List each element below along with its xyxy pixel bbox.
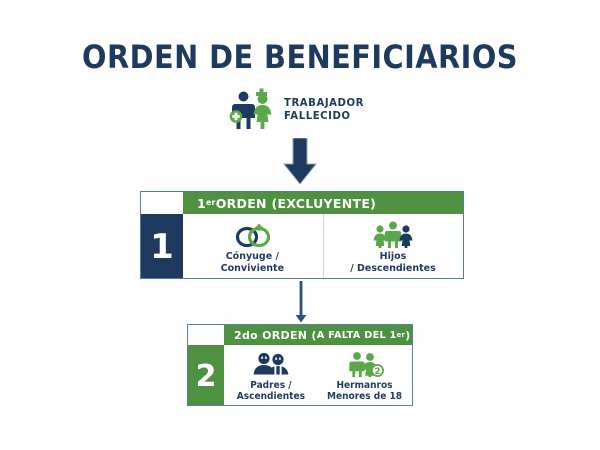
order-2-cells: Padres / Ascendientes [224,345,412,405]
order-1-cell-spouse-label: Cónyuge / Conviviente [221,251,285,274]
order-2-cell-parents: Padres / Ascendientes [224,345,318,405]
order-1-cell-children: Hijos / Descendientes [322,214,464,278]
siblings-minors-icon: 2 [344,351,386,377]
order-2-header-rest: ) [405,328,411,342]
deceased-worker-label-line2: FALLECIDO [284,109,351,122]
deceased-worker-label-line1: TRABAJADOR [284,96,365,109]
order-1-cells: Cónyuge / Conviviente [183,214,464,278]
main-flow-arrow [0,138,600,184]
order-1-header-rest: ORDEN (EXCLUYENTE) [215,195,377,211]
order-2-cell-siblings-label: Hermanros Menores de 18 [327,379,403,402]
deceased-worker-couple-icon [229,88,277,130]
children-family-icon [370,220,416,248]
order-1-badge: 1 [141,214,183,278]
order-2-badge: 2 [188,345,224,405]
wedding-rings-icon [232,220,274,248]
page-title: ORDEN DE BENEFICIARIOS [82,38,518,76]
order-connector-arrow [295,281,307,324]
siblings-count-badge-text: 2 [375,367,381,377]
order-1-header-prefix: 1 [197,195,206,211]
parents-couple-icon [250,351,292,377]
down-arrow-thin-icon [295,281,307,323]
order-1-cell-children-label: Hijos / Descendientes [350,251,437,274]
order-1-header-notch [141,192,183,214]
order-2-body: 2 [188,345,412,405]
order-2-header-mid: A FALTA DEL 1 [316,329,397,341]
order-2-cell-parents-label: Padres / Ascendientes [236,379,306,402]
down-arrow-thick-icon [282,138,318,184]
order-2-header-prefix: 2do ORDEN ( [234,328,317,342]
order-2-header-notch [188,325,224,345]
order-1-body: 1 Cónyuge / Conviviente [141,214,464,278]
order-1-cell-spouse: Cónyuge / Conviviente [183,214,323,278]
order-2-cell-siblings: 2 Hermanros Menores de 18 [318,345,412,405]
